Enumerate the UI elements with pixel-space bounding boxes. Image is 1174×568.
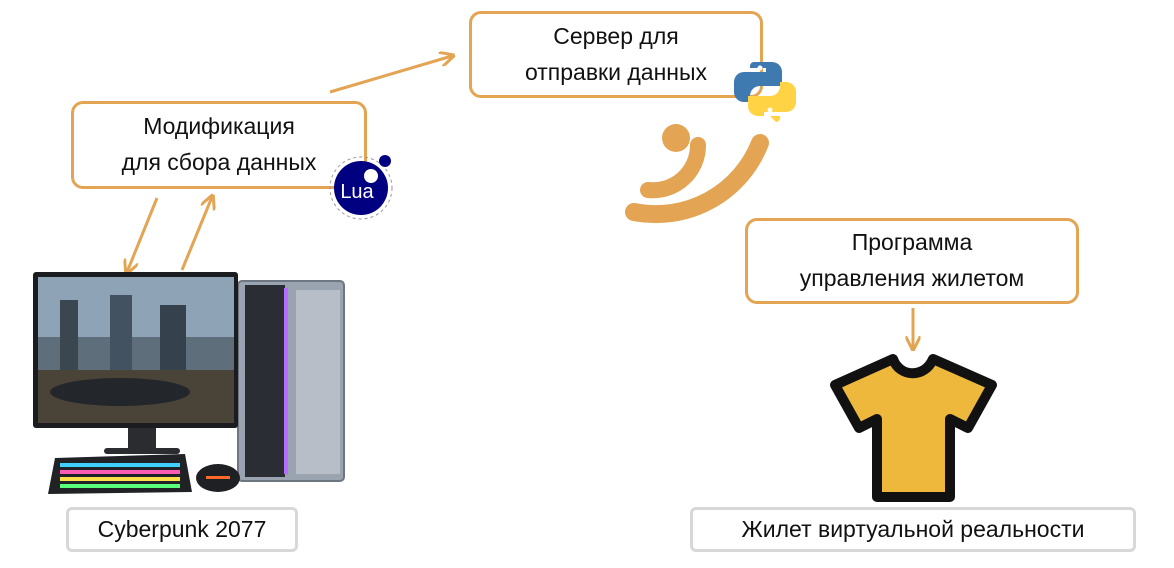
server-node: Сервер для отправки данных: [469, 11, 763, 98]
arrow-mod-to-server: [329, 56, 452, 94]
tshirt-icon: [830, 354, 997, 502]
server-node-line2: отправки данных: [524, 58, 708, 85]
vest-program-line2: управления жилетом: [799, 265, 1025, 291]
vest-label-text: Жилет виртуальной реальности: [741, 516, 1085, 542]
arrow-pc-to-mod: [180, 197, 212, 271]
server-node-line1: Сервер для: [553, 22, 679, 49]
mod-node-line2: для сбора данных: [121, 149, 317, 175]
wireless-signal-icon: [625, 124, 769, 224]
vest-label: Жилет виртуальной реальности: [690, 507, 1136, 552]
game-label: Cyberpunk 2077: [66, 507, 298, 552]
game-label-text: Cyberpunk 2077: [97, 516, 267, 542]
mod-node-line1: Модификация: [143, 113, 295, 140]
vest-program-node: Программа управления жилетом: [745, 218, 1079, 304]
computer-setup-icon: [33, 272, 345, 494]
vest-program-line1: Программа: [851, 229, 973, 256]
mod-node: Модификация для сбора данных: [71, 101, 367, 189]
arrow-mod-to-pc: [127, 197, 159, 272]
